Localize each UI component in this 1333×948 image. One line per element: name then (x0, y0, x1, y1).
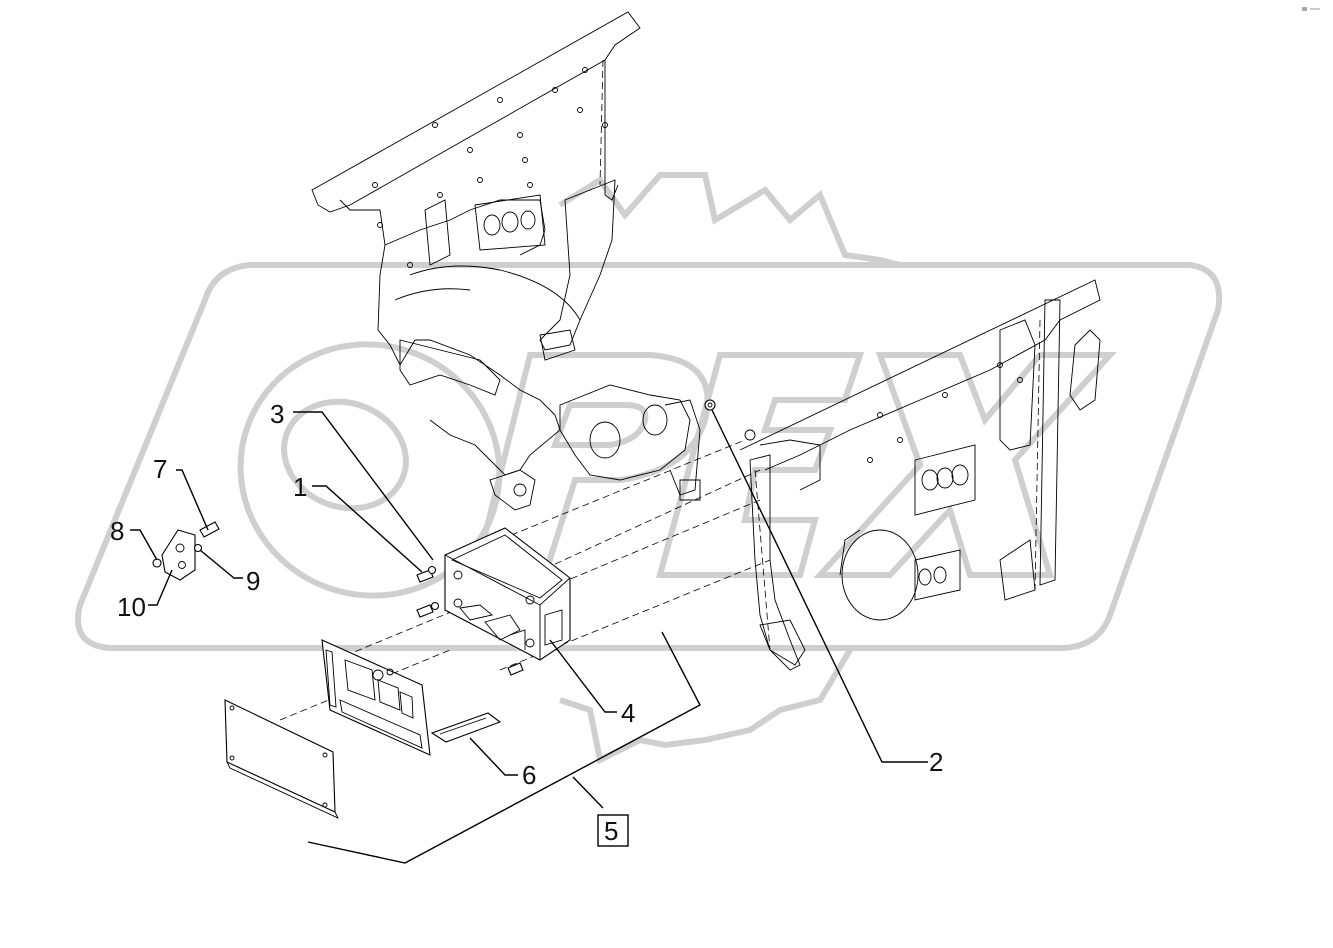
washer-1 (427, 565, 437, 575)
callout-1: 1 (293, 472, 307, 502)
screws (416, 565, 524, 676)
cover-plate (224, 699, 339, 819)
callout-5-box (597, 814, 629, 847)
leader-7 (176, 469, 209, 531)
nut (704, 399, 716, 411)
callout-10: 10 (117, 592, 146, 622)
electrical-box (444, 527, 571, 661)
callout-7: 7 (153, 454, 167, 484)
watermark-letter-x (813, 352, 1117, 578)
bracket-strip (430, 712, 502, 743)
leader-8 (130, 529, 158, 561)
callout-4: 4 (621, 698, 635, 728)
clamp (161, 529, 196, 581)
corner-mark (1302, 7, 1320, 11)
screw-1 (416, 569, 434, 583)
callout-3: 3 (270, 399, 284, 429)
watermark-letter-e (656, 352, 865, 578)
callout-5: 5 (604, 816, 618, 846)
watermark-logo (75, 172, 1223, 765)
clamp-assembly (152, 521, 220, 581)
callout-9: 9 (246, 566, 260, 596)
leader-4 (549, 639, 617, 713)
leader-lines (130, 409, 928, 776)
screw-3 (507, 662, 524, 676)
upper-frame-plate (311, 11, 641, 511)
callout-labels: 3 1 7 8 9 10 4 6 2 5 (110, 399, 943, 847)
leader-6 (469, 737, 518, 776)
screw-2 (416, 604, 434, 618)
right-frame (739, 279, 1101, 671)
item5-bracket-lines (307, 631, 701, 864)
circuit-board (321, 639, 431, 756)
callout-6: 6 (522, 760, 536, 790)
leader-10 (148, 569, 173, 606)
bolt-7 (199, 521, 220, 538)
nut-8 (152, 558, 162, 568)
watermark-gear (558, 172, 901, 765)
leader-2 (711, 409, 928, 763)
pivot-plate (559, 384, 701, 501)
leader-9 (199, 549, 243, 579)
washer-9 (193, 543, 203, 553)
watermark-band (75, 262, 1223, 651)
leader-1 (312, 485, 423, 573)
watermark-letter-o-inner (281, 398, 409, 512)
leader-3 (293, 411, 434, 561)
callout-2: 2 (929, 747, 943, 777)
washer-2 (430, 601, 440, 611)
callout-8: 8 (110, 516, 124, 546)
